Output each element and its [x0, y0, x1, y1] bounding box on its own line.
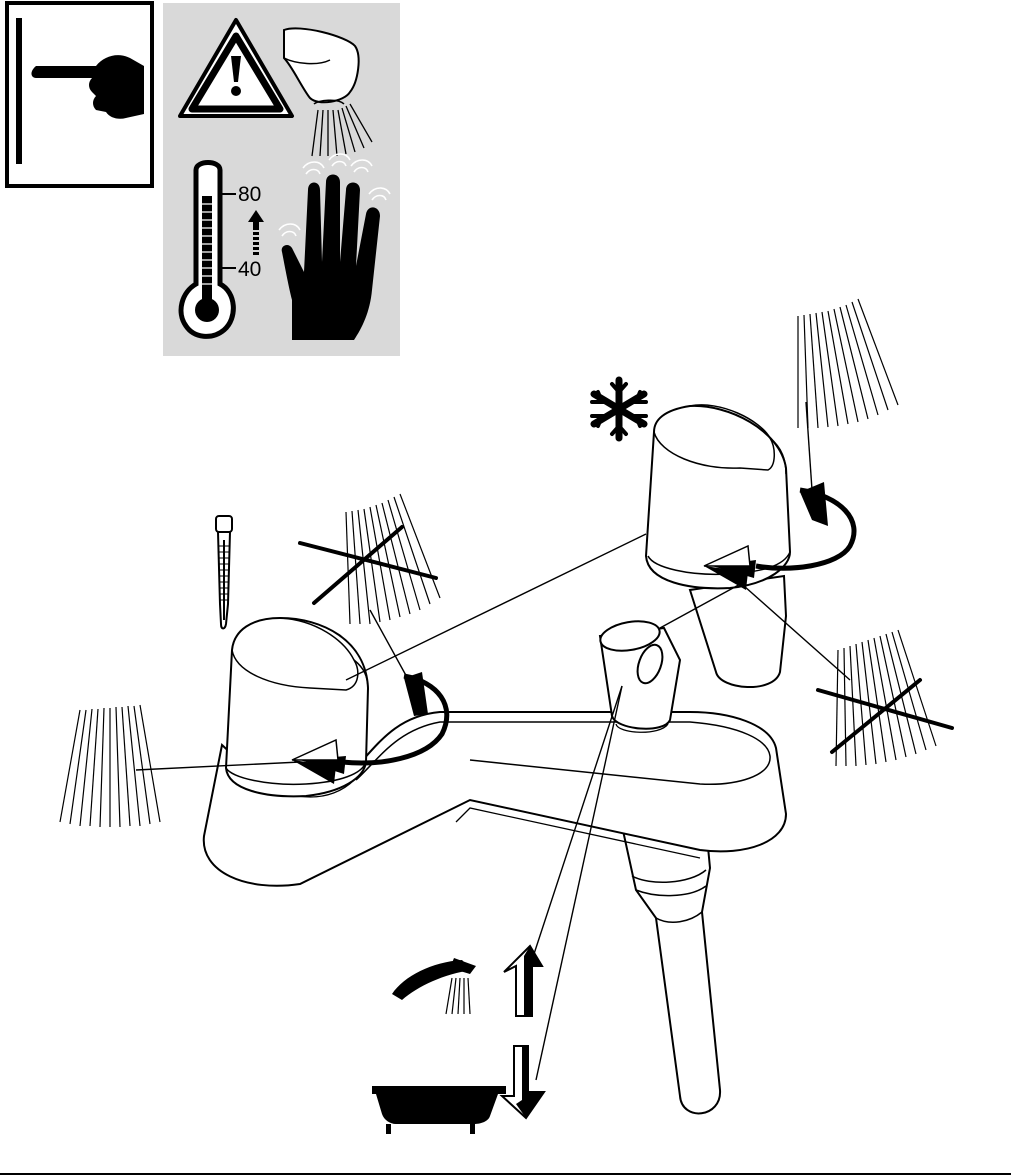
- upper-temperature-label: 80: [238, 183, 261, 206]
- blocked-cross-icon-right: [818, 680, 952, 752]
- shower-hose: [622, 826, 720, 1113]
- up-arrow-icon: [504, 946, 542, 1016]
- bath-thermometer-icon: [216, 516, 232, 629]
- snowflake-icon: [592, 380, 646, 438]
- hot-tap-handle[interactable]: [226, 618, 368, 796]
- bathtub-icon: [372, 1086, 506, 1134]
- down-arrow-icon: [502, 1046, 544, 1118]
- shower-mode-icon: [392, 958, 476, 1014]
- warning-panel: 80 40: [163, 3, 400, 356]
- lower-temperature-label: 40: [238, 258, 261, 281]
- water-jet-top-right: [798, 299, 898, 428]
- water-jet-left: [60, 705, 160, 827]
- note-box: [7, 3, 152, 186]
